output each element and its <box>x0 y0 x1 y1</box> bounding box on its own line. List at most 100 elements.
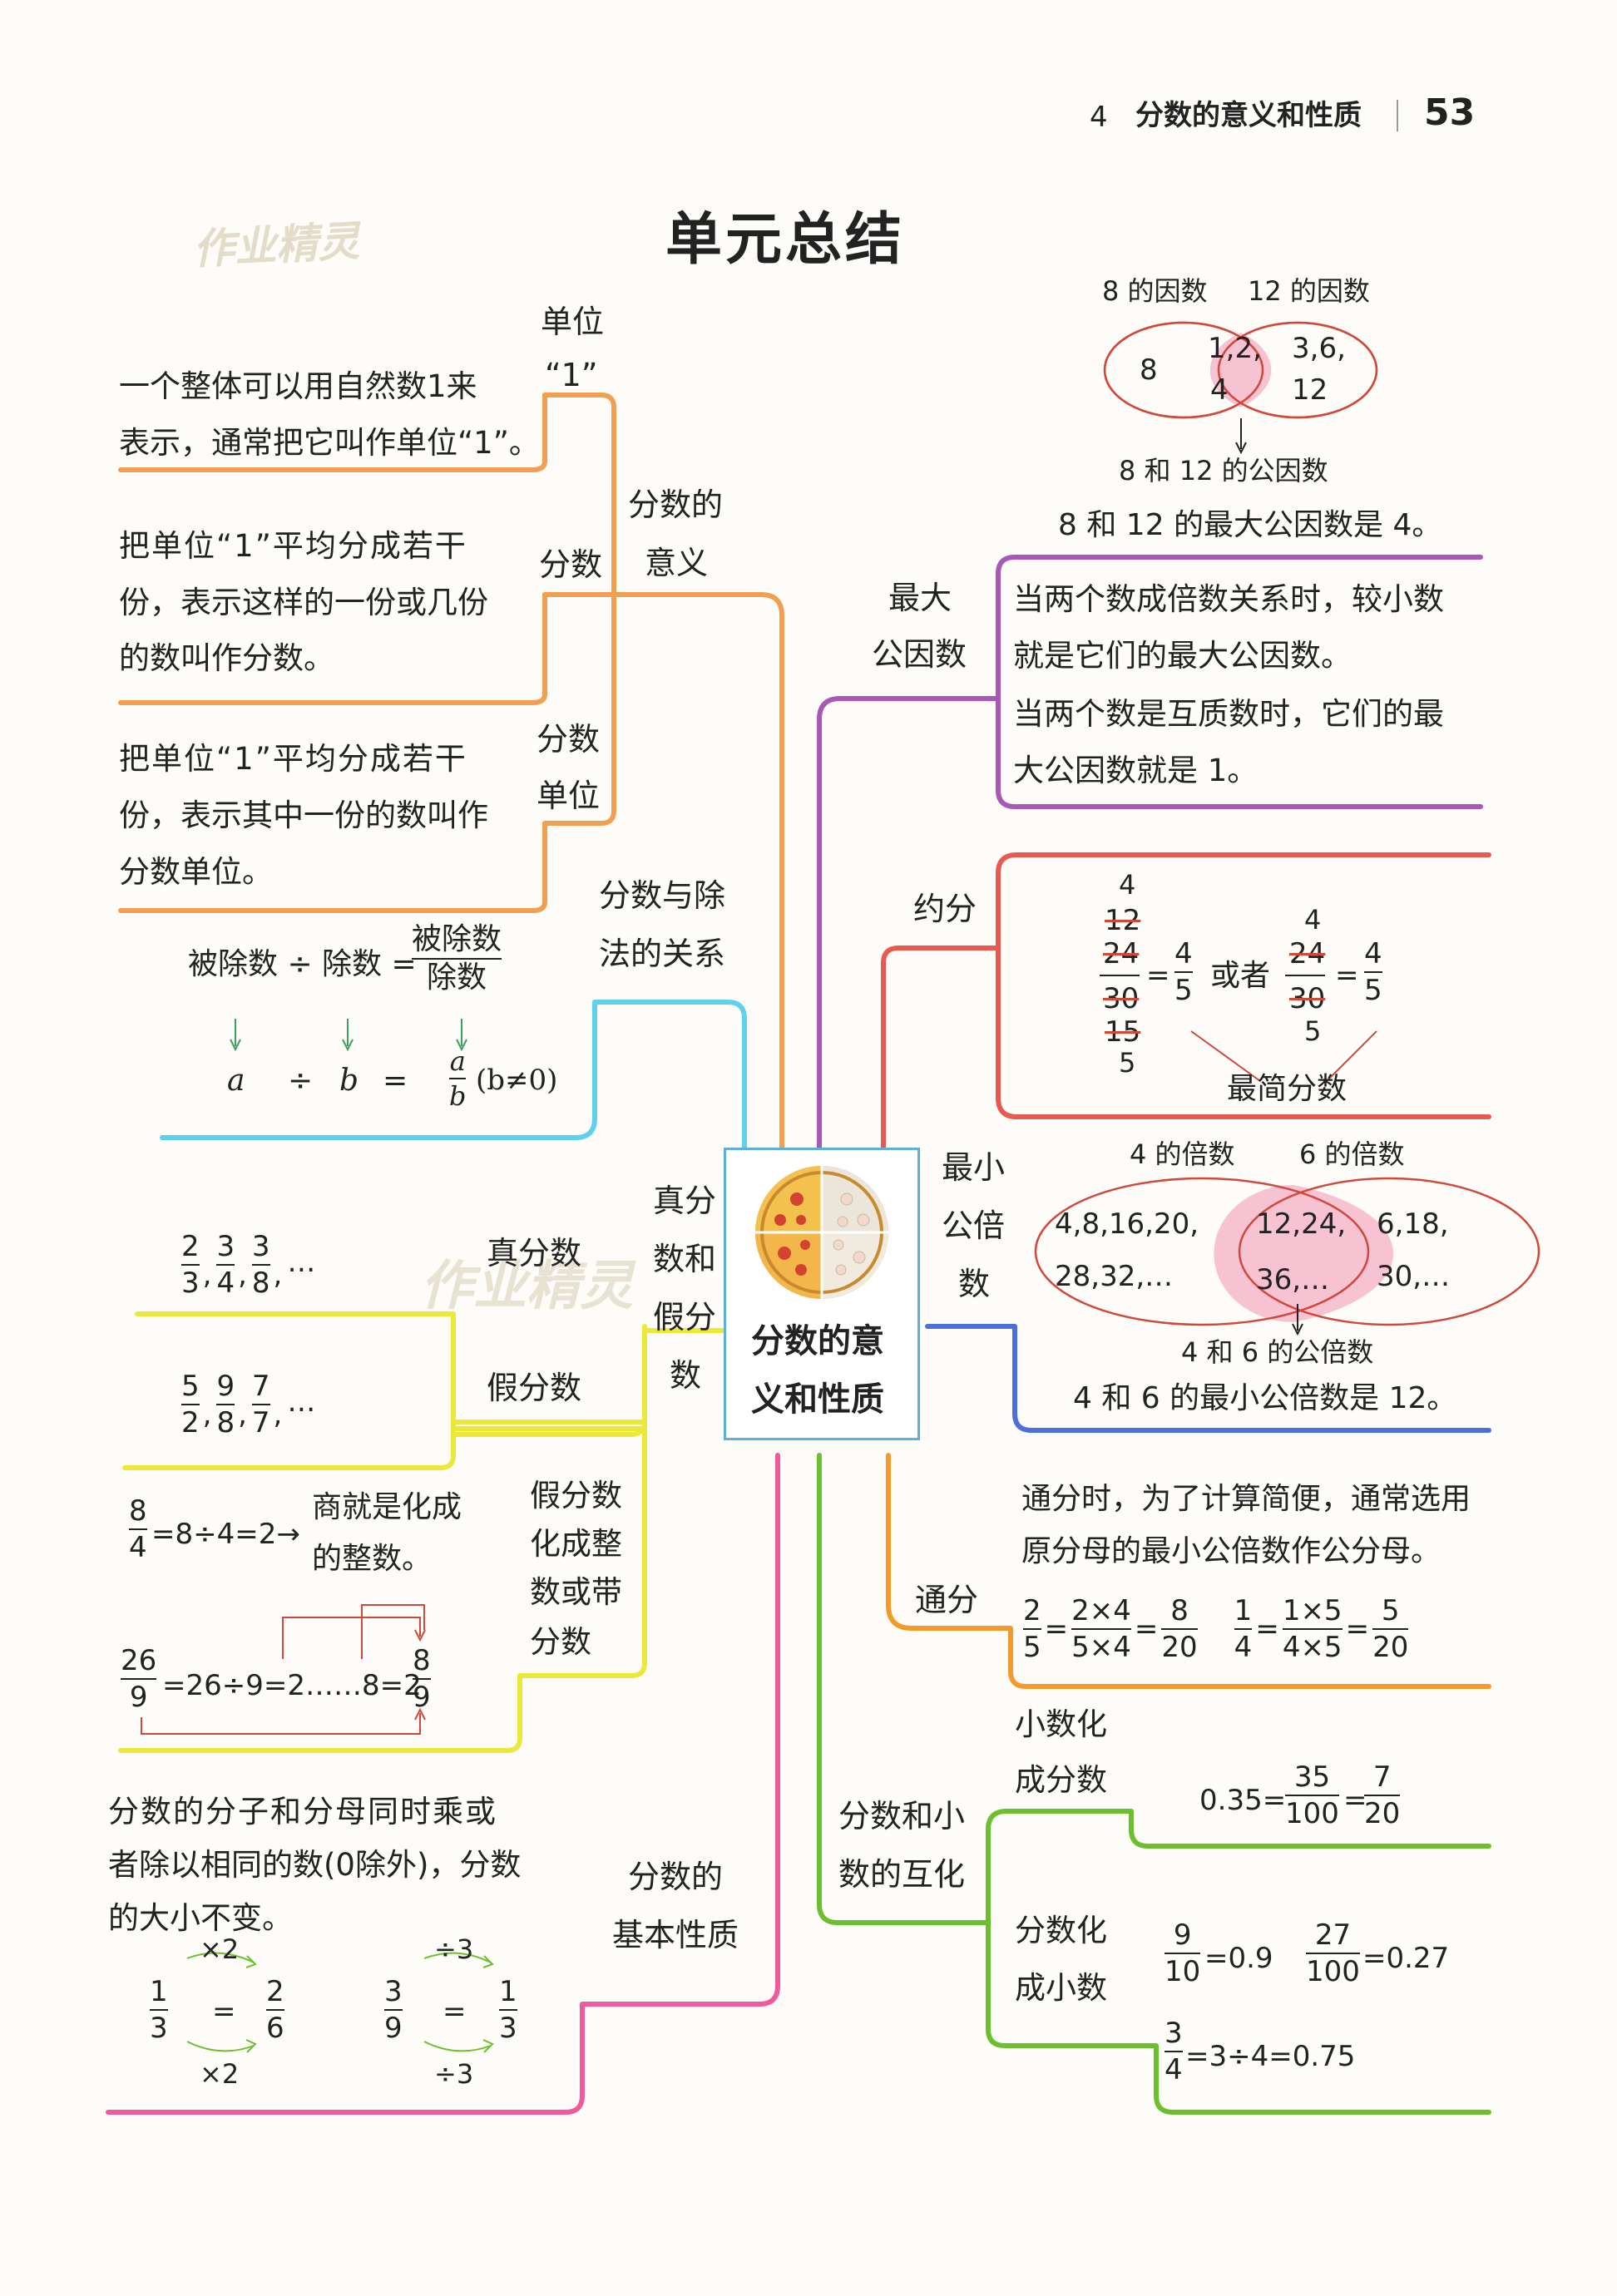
basic-text-2: 者除以相同的数(0除外)，分数 <box>108 1849 521 1880</box>
d2f-prefix: 0.35= <box>1199 1786 1286 1815</box>
basic-ex1-op-bottom: ×2 <box>200 2061 239 2087</box>
improper_examples-fraction-2-den: 7 <box>252 1409 270 1437</box>
f2d-ex3-den: 4 <box>1165 2056 1183 2084</box>
proper-fraction-label: 真分数 <box>487 1237 581 1269</box>
common-den-ex2-a-num: 1 <box>1234 1597 1253 1625</box>
common-den-ex2-c-den: 20 <box>1372 1633 1408 1662</box>
lcm-venn-right-label: 6 的倍数 <box>1299 1141 1405 1168</box>
proper_examples-fraction-1-num: 3 <box>216 1232 235 1261</box>
improper_examples-fraction-2-num: 7 <box>252 1372 270 1400</box>
basic-ex2-right-num: 1 <box>499 1978 517 2006</box>
lcm-branch-label-1: 最小 <box>942 1152 1005 1183</box>
common-den-ex2: 14=1×54×5=520 <box>1234 1597 1409 1662</box>
center-title-line1: 分数的意 <box>751 1325 884 1358</box>
common-den-equals: = <box>1135 1612 1159 1646</box>
reduce-ex2-result-den: 5 <box>1364 976 1382 1005</box>
fraction-unit-title-2: 单位 <box>537 780 600 812</box>
common-den-ex1-b-den: 5×4 <box>1071 1633 1131 1662</box>
proper_examples-fraction-2: 38 <box>252 1232 270 1297</box>
common-den-ex1-c-num: 8 <box>1170 1597 1189 1625</box>
convert-branch-label-2: 数的互化 <box>838 1859 965 1890</box>
fraction-text-3: 的数叫作分数。 <box>119 643 334 674</box>
gcf-result: 8 和 12 的最大公因数是 4。 <box>1058 511 1441 541</box>
gcf-branch-label-1: 最大 <box>888 582 952 614</box>
basic-ex2-right: 13 <box>499 1978 517 2042</box>
proper_examples-separator: , <box>203 1258 212 1291</box>
gcf-rule-1: 当两个数成倍数关系时，较小数 <box>1013 584 1444 615</box>
f2d-ex1-result: =0.9 <box>1204 1944 1273 1973</box>
common-den-ex2-c: 520 <box>1372 1597 1408 1662</box>
basic-ex1-right-num: 2 <box>266 1978 284 2006</box>
gcf-rule-4: 大公因数就是 1。 <box>1013 755 1258 786</box>
common-den-text-2: 原分母的最小公倍数作公分母。 <box>1021 1537 1441 1567</box>
improper_examples-fraction-0-den: 2 <box>181 1409 200 1437</box>
basic-ex1-left-num: 1 <box>150 1978 168 2006</box>
basic-ex1-op-top: ×2 <box>200 1936 239 1963</box>
proper_examples-fraction-1: 34 <box>216 1232 235 1297</box>
division-ab-fraction: a b <box>449 1048 466 1109</box>
chapter-number: 4 <box>1090 103 1108 131</box>
basic-ex2-left: 39 <box>384 1978 403 2042</box>
fraction-unit-text-3: 分数单位。 <box>119 857 273 887</box>
common-den-ex1-c: 820 <box>1161 1597 1197 1662</box>
unit-one-text-2: 表示，通常把它叫作单位“1”。 <box>119 427 540 458</box>
reduce-ex1-n1: 12 <box>1105 906 1140 935</box>
watermark-logo: 作业精灵 <box>192 220 360 270</box>
lcm-common-1: 12,24, <box>1256 1210 1346 1238</box>
convert-ex1-note-2: 的整数。 <box>312 1544 432 1574</box>
lcm-right-2: 30,… <box>1377 1262 1450 1291</box>
improper_examples-fraction-1-num: 9 <box>216 1372 235 1400</box>
improper_examples-separator: , <box>238 1398 247 1431</box>
f2d-label-1: 分数化 <box>1015 1915 1107 1946</box>
basic-ex1-equals: = <box>212 1997 236 2026</box>
convert-label-4: 分数 <box>530 1627 591 1657</box>
unit-one-text-1: 一个整体可以用自然数1来 <box>119 371 477 402</box>
convert-ex1-num: 8 <box>129 1497 147 1525</box>
common-den-equals: = <box>1346 1612 1370 1646</box>
f2d-ex2-result: =0.27 <box>1362 1944 1449 1973</box>
convert-ex2-mixed-den: 9 <box>413 1683 431 1711</box>
basic-ex2-left-den: 9 <box>384 2014 403 2042</box>
reduce-ex1-d1: 15 <box>1105 1018 1140 1046</box>
division-denominator: 除数 <box>427 963 487 993</box>
gcf-right-1: 3,6, <box>1292 334 1346 363</box>
convert-label-3: 数或带 <box>530 1577 622 1607</box>
improper_examples-separator: , <box>274 1398 283 1431</box>
basic-branch-label-2: 基本性质 <box>612 1919 739 1951</box>
reduce-branch-label: 约分 <box>913 893 977 925</box>
meaning-branch-line <box>606 595 782 1156</box>
common-den-ex1-a: 25 <box>1023 1597 1041 1662</box>
basic-ex1-left: 13 <box>150 1978 168 2042</box>
proper_examples-ellipsis: … <box>287 1246 315 1279</box>
common-den-ex2-c-num: 5 <box>1382 1597 1400 1625</box>
convert-ex2-num: 26 <box>121 1647 156 1675</box>
convert-ex2-mixed-num: 8 <box>413 1647 431 1675</box>
center-title-line2: 义和性质 <box>751 1383 884 1416</box>
convert-ex2-mixed-fraction: 8 9 <box>413 1647 431 1711</box>
reduce-ex1-result-den: 5 <box>1174 976 1193 1005</box>
page-title: 单元总结 <box>665 212 905 269</box>
proper_examples-fraction-2-num: 3 <box>252 1232 270 1261</box>
d2f-label-2: 成分数 <box>1015 1765 1107 1795</box>
basic-ex2-op-bottom: ÷3 <box>434 2061 473 2087</box>
reduce-ex2-bottom: 5 <box>1304 1018 1321 1044</box>
common-den-ex1-a-den: 5 <box>1023 1633 1041 1662</box>
f2d-ex3-num: 3 <box>1165 2019 1183 2047</box>
common-den-ex1-c-den: 20 <box>1161 1633 1197 1662</box>
convert-ex1-den: 4 <box>129 1533 147 1562</box>
basic-ex2-op-top: ÷3 <box>434 1936 473 1963</box>
division-fraction: 被除数 除数 <box>412 925 502 993</box>
reduce-ex1-equals: = <box>1146 961 1170 990</box>
common-den-ex1-b-num: 2×4 <box>1071 1597 1131 1625</box>
common-den-text-1: 通分时，为了计算简便，通常选用 <box>1021 1484 1471 1514</box>
fraction-unit-title-1: 分数 <box>537 723 600 755</box>
division-numerator: 被除数 <box>412 925 502 955</box>
fraction-unit-text-1: 把单位“1”平均分成若干 <box>119 743 467 774</box>
common-den-ex2-b-num: 1×5 <box>1283 1597 1343 1625</box>
basic-ex1-right-den: 6 <box>266 2014 284 2042</box>
division-b: b <box>339 1066 359 1096</box>
reduce-or: 或者 <box>1210 961 1270 991</box>
